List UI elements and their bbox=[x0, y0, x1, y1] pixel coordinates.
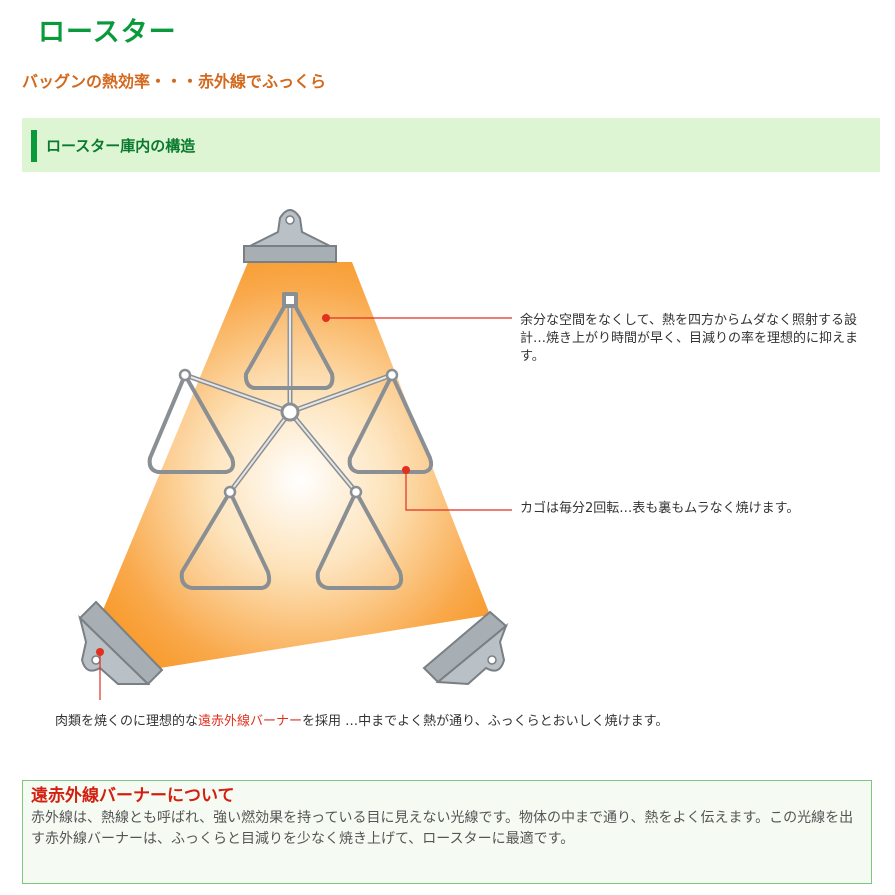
rotation-hub bbox=[280, 402, 300, 422]
callout-basket-rotation: カゴは毎分2回転…表も裏もムラなく焼けます。 bbox=[520, 501, 800, 516]
info-body: 赤外線は、熱線とも呼ばれ、強い燃効果を持っている目に見えない光線です。物体の中ま… bbox=[31, 810, 854, 847]
rotating-basket-frame-inner bbox=[184, 299, 393, 493]
section-title: ロースター庫内の構造 bbox=[46, 137, 196, 155]
page-title: ロースター bbox=[38, 17, 177, 48]
right-burner bbox=[422, 610, 509, 686]
caption-highlight: 遠赤外線バーナー bbox=[198, 714, 303, 729]
burner-caption: 肉類を焼くのに理想的な遠赤外線バーナーを採用 …中までよく熱が通り、ふっくらとお… bbox=[55, 710, 668, 729]
top-burner bbox=[243, 209, 337, 263]
tagline: バッグンの熱効率・・・赤外線でふっくら bbox=[22, 72, 327, 91]
roaster-diagram bbox=[78, 209, 512, 700]
info-box: 遠赤外線バーナーについて 赤外線は、熱線とも呼ばれ、強い燃効果を持っている目に見… bbox=[22, 780, 872, 884]
section-header: ロースター庫内の構造 bbox=[22, 118, 880, 172]
callout-leaders bbox=[96, 314, 512, 700]
caption-text-after: を採用 …中までよく熱が通り、ふっくらとおいしく焼けます。 bbox=[302, 714, 669, 729]
caption-text-before: 肉類を焼くのに理想的な bbox=[55, 714, 199, 729]
left-burner bbox=[78, 600, 164, 686]
section-accent-bar bbox=[31, 130, 37, 162]
callout-heat-design: 余分な空間をなくして、熱を四方からムダなく照射する設計…焼き上がり時間が早く、目… bbox=[520, 313, 859, 364]
heat-area bbox=[98, 262, 490, 668]
baskets bbox=[147, 292, 434, 590]
basket-pivots bbox=[178, 368, 399, 499]
info-title: 遠赤外線バーナーについて bbox=[31, 786, 235, 806]
